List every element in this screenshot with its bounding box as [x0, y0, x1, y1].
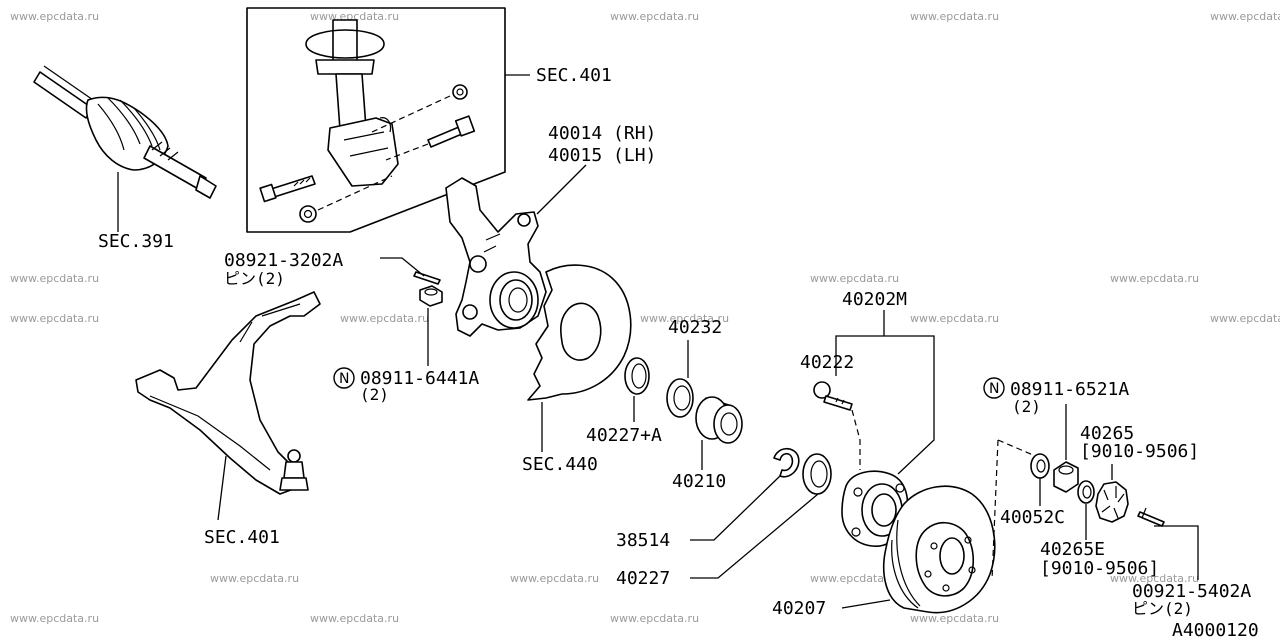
label-sec391[interactable]: SEC.391 — [98, 231, 174, 252]
cotter-pin-00921-illustration — [1137, 511, 1165, 527]
n-marker-letter: N — [339, 371, 349, 387]
cotter-pin-illustration — [413, 271, 441, 285]
label-40227-plus-a[interactable]: 40227+A — [586, 425, 662, 446]
label-knuckle-rh[interactable]: 40014 (RH) — [548, 123, 656, 144]
leader-40207 — [841, 599, 891, 609]
bolt-path-dash — [851, 409, 861, 470]
watermark: www.epcdata.ru — [10, 312, 99, 325]
label-pin-08921[interactable]: 08921-3202A — [224, 250, 343, 271]
seal-40232-illustration — [666, 378, 694, 418]
watermark: www.epcdata.ru — [910, 10, 999, 23]
watermark: www.epcdata.ru — [810, 572, 899, 585]
label-pin-00921-qty: ピン(2) — [1132, 599, 1193, 618]
label-40207[interactable]: 40207 — [772, 598, 826, 619]
drive-shaft-illustration — [33, 65, 217, 199]
label-40052c[interactable]: 40052C — [1000, 507, 1065, 528]
watermark: www.epcdata.ru — [1110, 272, 1199, 285]
leader-40227 — [690, 493, 819, 579]
watermark: www.epcdata.ru — [340, 312, 429, 325]
inner-seal-illustration — [802, 453, 832, 495]
label-nut-08911-6441[interactable]: 08911-6441A — [360, 368, 479, 389]
label-40202m[interactable]: 40202M — [842, 289, 907, 310]
watermark: www.epcdata.ru — [1210, 312, 1280, 325]
washer-40265e-illustration — [1077, 480, 1095, 504]
label-40265[interactable]: 40265 — [1080, 423, 1134, 444]
watermark: www.epcdata.ru — [10, 10, 99, 23]
watermark: www.epcdata.ru — [510, 572, 599, 585]
watermark-layer: www.epcdata.ru www.epcdata.ru www.epcdat… — [10, 10, 1280, 625]
assembly-dash-line — [991, 439, 1041, 581]
label-pin-08921-qty: ピン(2) — [224, 269, 285, 288]
watermark: www.epcdata.ru — [10, 612, 99, 625]
strut-detail-box — [246, 7, 506, 233]
outer-seal-illustration — [624, 357, 650, 395]
leader-40202m — [835, 335, 935, 475]
leader-38514 — [690, 475, 781, 541]
watermark: www.epcdata.ru — [910, 612, 999, 625]
leader-pin-00921 — [1154, 525, 1199, 580]
washer-40052c-illustration — [1030, 453, 1050, 479]
watermark: www.epcdata.ru — [610, 612, 699, 625]
hub-bolt-illustration — [813, 381, 853, 411]
label-40210[interactable]: 40210 — [672, 471, 726, 492]
brake-rotor-illustration — [882, 485, 996, 614]
label-40265e[interactable]: 40265E — [1040, 539, 1105, 560]
label-40265e-date: [9010-9506] — [1040, 558, 1159, 579]
n-marker-letter: N — [989, 381, 999, 397]
leader-pin-08921 — [380, 257, 425, 277]
label-40232[interactable]: 40232 — [668, 317, 722, 338]
label-40265-date: [9010-9506] — [1080, 441, 1199, 462]
leader-sec401-arm — [217, 455, 227, 521]
lower-arm-illustration — [135, 291, 321, 495]
label-sec401-arm[interactable]: SEC.401 — [204, 527, 280, 548]
label-knuckle-lh[interactable]: 40015 (LH) — [548, 145, 656, 166]
castle-nut-illustration — [419, 285, 443, 307]
label-nut-08911-6441-qty: (2) — [360, 385, 389, 404]
watermark: www.epcdata.ru — [610, 10, 699, 23]
label-40227[interactable]: 40227 — [616, 568, 670, 589]
label-sec401-strut[interactable]: SEC.401 — [536, 65, 612, 86]
lock-nut-illustration — [1053, 461, 1079, 493]
label-sec440[interactable]: SEC.440 — [522, 454, 598, 475]
dust-shield-illustration — [527, 264, 632, 401]
label-nut-08911-6521-qty: (2) — [1012, 397, 1041, 416]
n-marker-icon — [983, 377, 1005, 399]
watermark: www.epcdata.ru — [910, 312, 999, 325]
label-40222[interactable]: 40222 — [800, 352, 854, 373]
n-marker-icon — [333, 367, 355, 389]
watermark: www.epcdata.ru — [810, 272, 899, 285]
watermark: www.epcdata.ru — [640, 312, 729, 325]
snap-ring-illustration — [773, 447, 800, 478]
label-38514[interactable]: 38514 — [616, 530, 670, 551]
watermark: www.epcdata.ru — [310, 612, 399, 625]
watermark: www.epcdata.ru — [1210, 10, 1280, 23]
diagram-code: A4000120 — [1172, 620, 1259, 640]
watermark: www.epcdata.ru — [1110, 572, 1199, 585]
label-pin-00921[interactable]: 00921-5402A — [1132, 581, 1251, 602]
watermark: www.epcdata.ru — [10, 272, 99, 285]
watermark: www.epcdata.ru — [210, 572, 299, 585]
label-nut-08911-6521[interactable]: 08911-6521A — [1010, 379, 1129, 400]
steering-knuckle-illustration — [445, 177, 547, 337]
wheel-bearing-illustration — [695, 396, 743, 444]
leader-knuckle — [536, 164, 587, 215]
castle-nut-40265-illustration — [1095, 481, 1129, 523]
wheel-hub-illustration — [841, 470, 909, 547]
